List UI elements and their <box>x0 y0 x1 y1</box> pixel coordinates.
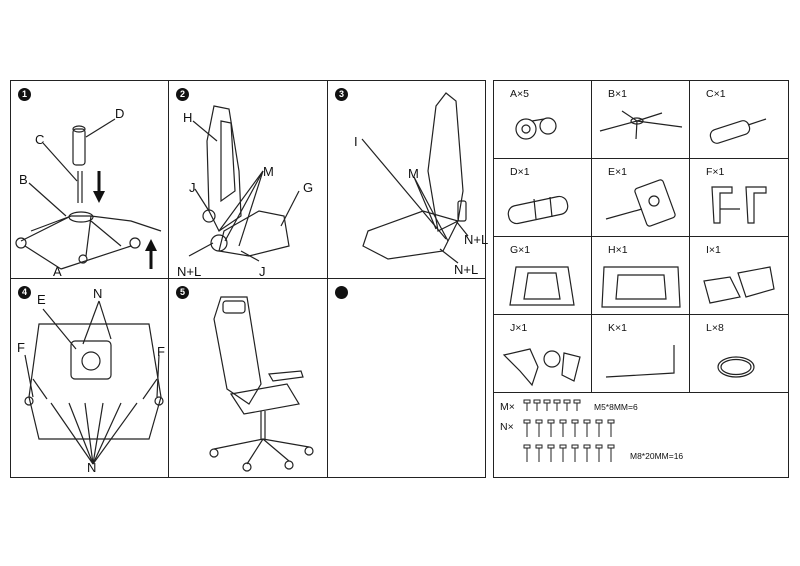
label-n-l: N+L <box>454 262 479 277</box>
star-base-drawing <box>599 110 683 140</box>
step-5-finished-chair-drawing <box>209 296 314 472</box>
part-f: F×1 <box>690 159 788 237</box>
screws-m-drawing <box>523 399 581 411</box>
label-j: J <box>189 180 196 195</box>
step-number: 5 <box>176 286 189 299</box>
hardware-n-spec: M8*20MM=16 <box>630 451 684 461</box>
label-n: N <box>93 286 103 301</box>
recline-brackets-drawing <box>502 348 581 387</box>
part-i: I×1 <box>690 237 788 315</box>
part-label: K×1 <box>608 322 627 334</box>
part-k: K×1 <box>592 315 690 393</box>
step-number: 2 <box>176 88 189 101</box>
label-g: G <box>303 180 314 195</box>
step-4: 4 E N F F N <box>11 279 169 477</box>
label-b: B <box>19 172 28 187</box>
part-label: J×1 <box>510 322 528 334</box>
part-label: D×1 <box>510 166 530 178</box>
step-3: 3 I M N+L N+L <box>328 81 489 279</box>
part-label: L×8 <box>706 322 724 334</box>
step-3-backrest-attach-drawing <box>361 92 469 264</box>
label-e: E <box>37 292 46 307</box>
label-c: C <box>35 132 45 147</box>
label-n: N <box>87 460 97 475</box>
part-label: C×1 <box>706 88 726 100</box>
part-label: A×5 <box>510 88 529 100</box>
step-number: 4 <box>18 286 31 299</box>
label-i: I <box>354 134 358 149</box>
step-4-mechanism-drawing <box>24 300 164 465</box>
part-e: E×1 <box>592 159 690 237</box>
part-label: F×1 <box>706 166 725 178</box>
label-f: F <box>157 344 165 359</box>
label-f: F <box>17 340 25 355</box>
label-j: J <box>259 264 266 279</box>
step-number: 3 <box>335 88 348 101</box>
part-l: L×8 <box>690 315 788 393</box>
part-g: G×1 <box>494 237 592 315</box>
step-number <box>335 286 348 299</box>
armrest-drawing <box>711 186 767 224</box>
part-label: H×1 <box>608 244 628 256</box>
assembly-steps-panel: 1 D C <box>10 80 489 478</box>
label-n-l: N+L <box>464 232 489 247</box>
side-brackets-drawing <box>703 266 775 304</box>
step-6 <box>328 279 485 477</box>
step-1: 1 D C <box>11 81 169 279</box>
allen-wrench-drawing <box>605 345 675 378</box>
label-m: M <box>263 164 274 179</box>
part-label: B×1 <box>608 88 627 100</box>
label-h: H <box>183 110 193 125</box>
cylinder-cover-drawing <box>507 195 569 225</box>
gas-lift-drawing <box>709 118 767 144</box>
screws-n-drawing <box>523 419 615 462</box>
washer-drawing <box>717 356 755 378</box>
part-label: I×1 <box>706 244 721 256</box>
part-a: A×5 <box>494 81 592 159</box>
step-2: 2 H M J G N+L J <box>169 81 328 279</box>
caster-wheel-drawing <box>515 117 557 140</box>
step-1-base-assembly-drawing <box>15 118 162 270</box>
label-m: M <box>408 166 419 181</box>
part-label: G×1 <box>510 244 531 256</box>
hardware-m-label: M× <box>500 401 515 413</box>
label-a: A <box>53 264 62 279</box>
label-n-l: N+L <box>177 264 202 279</box>
label-d: D <box>115 106 125 121</box>
step-number: 1 <box>18 88 31 101</box>
part-c: C×1 <box>690 81 788 159</box>
step-5: 5 <box>169 279 328 477</box>
backrest-drawing <box>601 266 681 308</box>
hardware-section: M× M5*8MM=6 N× <box>494 393 788 477</box>
part-h: H×1 <box>592 237 690 315</box>
part-j: J×1 <box>494 315 592 393</box>
parts-list-panel: A×5 B×1 C×1 D×1 E×1 <box>493 80 789 478</box>
step-2-seat-backrest-drawing <box>188 105 300 262</box>
part-d: D×1 <box>494 159 592 237</box>
part-b: B×1 <box>592 81 690 159</box>
hardware-m-spec: M5*8MM=6 <box>594 402 638 412</box>
hardware-n-label: N× <box>500 421 514 433</box>
seat-cushion-drawing <box>509 266 575 306</box>
tilt-mechanism-drawing <box>605 179 676 227</box>
part-label: E×1 <box>608 166 627 178</box>
